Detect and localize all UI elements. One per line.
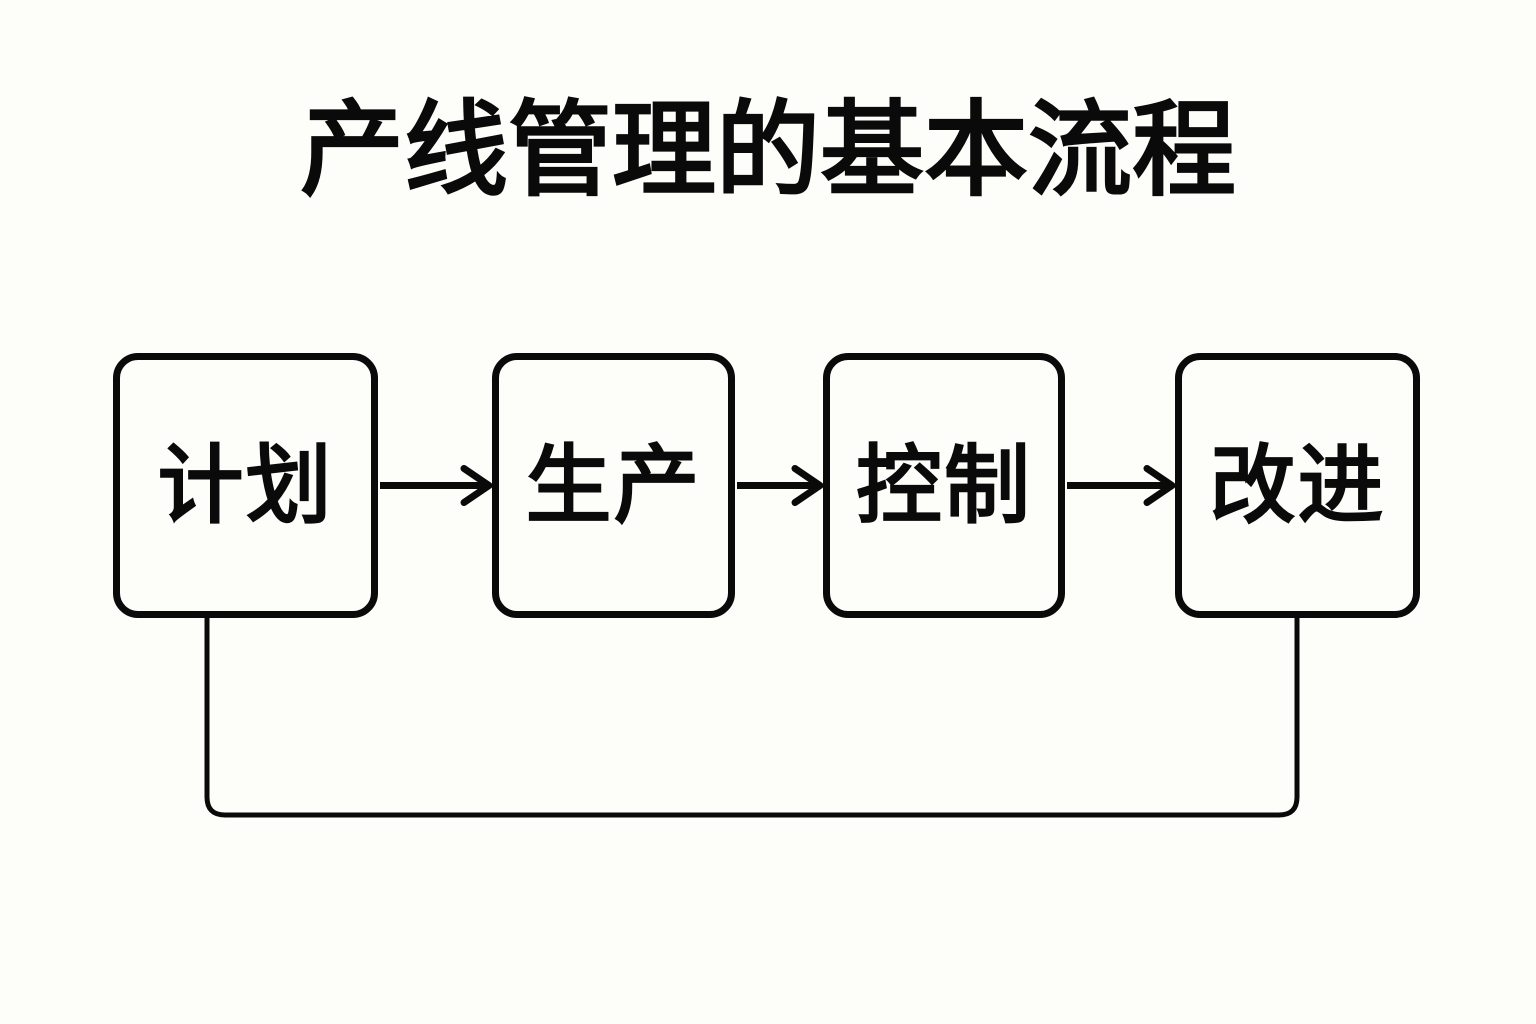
flow-node-improve-label: 改进: [1209, 437, 1386, 534]
flow-node-improve[interactable]: 改进: [1175, 353, 1420, 618]
page-title: 产线管理的基本流程: [299, 93, 1236, 209]
arrowhead-icon-1: [460, 465, 493, 506]
flow-node-produce[interactable]: 生产: [492, 353, 735, 618]
arrowhead-icon-3: [1143, 465, 1176, 506]
flow-node-plan-label: 计划: [157, 437, 334, 534]
flow-node-plan[interactable]: 计划: [113, 353, 378, 618]
feedback-loop-path: [204, 616, 1300, 818]
flow-node-produce-label: 生产: [525, 437, 702, 534]
flow-node-control[interactable]: 控制: [823, 353, 1065, 618]
flow-node-control-label: 控制: [856, 437, 1032, 534]
arrowhead-icon-2: [791, 465, 824, 506]
feedback-loop-connector: [204, 616, 1300, 818]
